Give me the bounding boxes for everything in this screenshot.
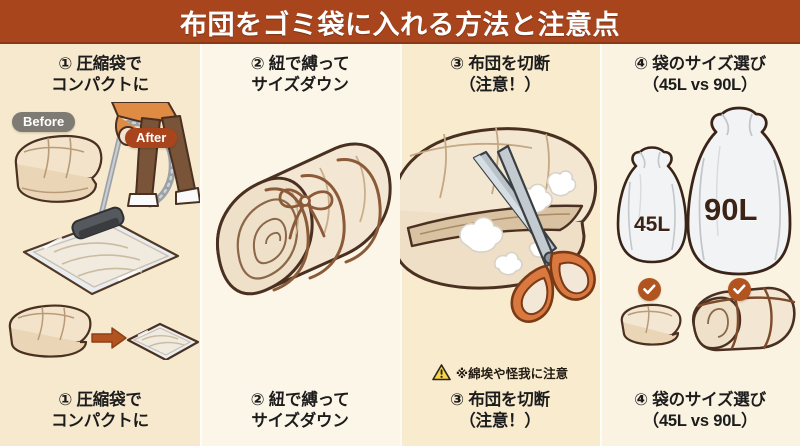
panel-1-heading: ① 圧縮袋で コンパクトに <box>0 44 200 102</box>
check-circle-icon-90l <box>728 278 751 302</box>
page-title: 布団をゴミ袋に入れる方法と注意点 <box>180 9 620 40</box>
before-badge: Before <box>12 112 76 133</box>
panel-cut-futon: ③ 布団を切断 （注意！） <box>400 44 600 446</box>
panel-4-heading-line2: （45L vs 90L） <box>642 76 758 95</box>
panel-3-heading: ③ 布団を切断 （注意！） <box>400 44 600 102</box>
warning-triangle-icon <box>432 363 451 381</box>
tied-bundle-icon <box>691 286 796 352</box>
panel-1-heading-line2: コンパクトに <box>51 76 149 95</box>
panel-compression-bag: ① 圧縮袋で コンパクトに <box>0 44 200 446</box>
panel-grid: ① 圧縮袋で コンパクトに <box>0 44 800 446</box>
folded-futon-small-icon <box>620 304 682 346</box>
panel-2-heading-line1: ② 紐で縛って <box>250 55 350 73</box>
panel-3-caption: ③ 布団を切断 （注意！） <box>400 386 600 446</box>
bag-90l-icon <box>686 106 792 276</box>
panel-2-illustration <box>200 102 400 386</box>
panel-2-caption-line1: ② 紐で縛って <box>250 390 350 409</box>
panel-1-caption-line1: ① 圧縮袋で <box>58 390 142 409</box>
after-badge: After <box>125 128 178 149</box>
arrow-right-icon <box>91 327 127 349</box>
scissors-cutting-futon-illustration <box>400 127 597 324</box>
panel-3-heading-line2: （注意！） <box>459 76 541 95</box>
title-bar: 布団をゴミ袋に入れる方法と注意点 <box>0 0 800 44</box>
warning-text: ※綿埃や怪我に注意 <box>455 366 569 381</box>
panel-tie-with-cord: ② 紐で縛って サイズダウン <box>200 44 400 446</box>
person-icon <box>110 102 200 208</box>
panel-4-caption: ④ 袋のサイズ選び （45L vs 90L） <box>600 386 800 446</box>
panel-1-heading-line1: ① 圧縮袋で <box>58 55 142 73</box>
warning-row: ※綿埃や怪我に注意 <box>400 363 600 382</box>
bag-45l-icon <box>616 146 688 264</box>
panel-4-caption-line2: （45L vs 90L） <box>642 411 758 430</box>
panel-3-caption-line2: （注意！） <box>459 411 541 430</box>
panel-4-caption-line1: ④ 袋のサイズ選び <box>634 390 766 409</box>
panel-4-heading: ④ 袋のサイズ選び （45L vs 90L） <box>600 44 800 102</box>
scissors-icon <box>472 145 596 324</box>
panel-2-heading-line2: サイズダウン <box>251 76 349 95</box>
panel-4-illustration: 45L 90L <box>600 102 800 386</box>
panel-1-illustration: Before After <box>0 102 200 386</box>
panel-3-illustration: ※綿埃や怪我に注意 <box>400 102 600 386</box>
bag-45l-label: 45L <box>634 213 671 237</box>
rolled-futon-tied-illustration <box>216 142 392 296</box>
bow-knot-icon <box>278 188 334 240</box>
panel-2-caption: ② 紐で縛って サイズダウン <box>200 386 400 446</box>
panel-1-caption: ① 圧縮袋で コンパクトに <box>0 386 200 446</box>
folded-futon-icon <box>14 135 103 204</box>
panel-3-heading-line1: ③ 布団を切断 <box>450 55 550 73</box>
panel-4-heading-line1: ④ 袋のサイズ選び <box>634 55 766 73</box>
panel-2-heading: ② 紐で縛って サイズダウン <box>200 44 400 102</box>
panel-3-caption-line1: ③ 布団を切断 <box>450 390 550 409</box>
after-bag-icon <box>126 323 200 361</box>
before-futon-icon <box>8 304 92 358</box>
bag-90l-label: 90L <box>704 192 758 228</box>
panel-2-caption-line2: サイズダウン <box>251 411 349 430</box>
vacuum-compression-illustration <box>8 102 200 361</box>
panel-bag-size: ④ 袋のサイズ選び （45L vs 90L） <box>600 44 800 446</box>
bag-size-comparison-illustration <box>616 106 796 352</box>
check-circle-icon-45l <box>638 278 661 302</box>
panel-1-caption-line2: コンパクトに <box>51 411 149 430</box>
